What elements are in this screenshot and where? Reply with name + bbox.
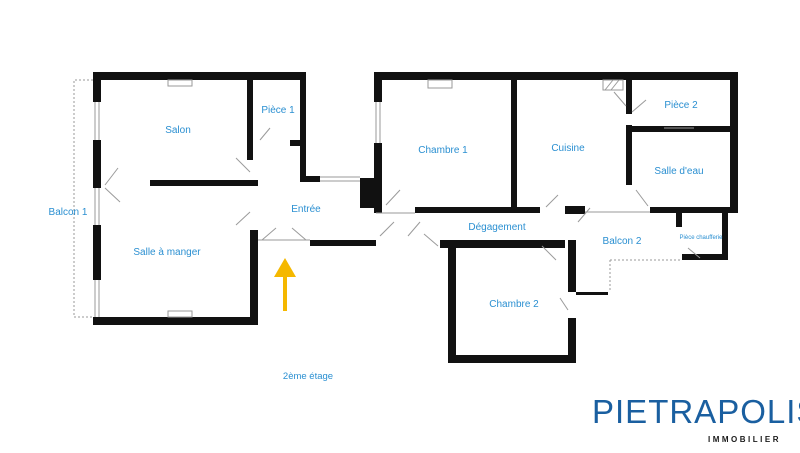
- window-salle: [167, 310, 193, 318]
- entrance-arrow-icon: [274, 258, 296, 311]
- door-chauff: [687, 247, 701, 259]
- room-labels: Salon Pièce 1 Chambre 1 Cuisine Pièce 2 …: [49, 100, 724, 382]
- door-corridor-3: [423, 233, 439, 247]
- wall-cuisine-right-lower: [626, 125, 632, 185]
- label-piece2: Pièce 2: [664, 100, 698, 111]
- thin-lines: [73, 79, 701, 318]
- wall-left-mid: [93, 140, 101, 188]
- door-salle-2: [104, 187, 121, 203]
- wall-cuisine-right-upper: [626, 72, 632, 114]
- wall-entree-top: [300, 176, 320, 182]
- cuisine-vent-hatch-2: [610, 79, 620, 91]
- label-balcon2: Balcon 2: [603, 236, 642, 247]
- wall-ch2-left: [448, 246, 456, 362]
- wall-piece1-right: [300, 72, 306, 140]
- label-degagement: Dégagement: [468, 222, 525, 233]
- walls: [93, 72, 738, 363]
- door-balcon2: [577, 207, 591, 223]
- brand-logo: PIETRAPOLIS IMMOBILIER: [592, 393, 800, 445]
- wall-top-left: [93, 72, 306, 80]
- door-salon-1: [104, 167, 119, 186]
- label-balcon1: Balcon 1: [49, 207, 88, 218]
- window-ch1: [427, 79, 453, 89]
- label-salon: Salon: [165, 125, 191, 136]
- door-ch2-2: [559, 297, 569, 311]
- label-chaufferie: Pièce chaufferie: [680, 235, 724, 241]
- wall-salle-right: [250, 230, 258, 325]
- label-chambre1: Chambre 1: [418, 145, 468, 156]
- arrow-shaft: [283, 276, 287, 311]
- wall-piece1-bottom: [290, 140, 306, 146]
- label-entree: Entrée: [291, 204, 321, 215]
- label-floor: 2ème étage: [283, 371, 333, 382]
- wall-balcon2-bottom: [576, 292, 608, 295]
- balcon1-outline: [73, 79, 93, 318]
- door-piece1: [259, 127, 271, 141]
- wall-bottom-left: [93, 317, 258, 325]
- wall-chauff-right: [722, 207, 728, 259]
- wall-salon-divider: [150, 180, 258, 186]
- door-salon-2: [235, 157, 251, 173]
- door-piece2: [631, 99, 647, 113]
- wall-left-lower: [93, 225, 101, 280]
- brand-tagline: IMMOBILIER: [708, 435, 781, 444]
- wall-corridor-bottom2: [440, 240, 565, 248]
- wall-salon-right: [247, 72, 253, 160]
- wall-left-upper: [93, 72, 101, 102]
- door-salle-1: [235, 211, 251, 226]
- label-cuisine: Cuisine: [551, 143, 585, 154]
- arrow-head: [274, 258, 296, 277]
- label-salle-manger: Salle à manger: [133, 247, 201, 258]
- wall-cuisine-bottom: [565, 206, 585, 214]
- wall-corridor-bottom: [310, 240, 376, 246]
- door-ch2: [541, 245, 557, 261]
- door-entree-2: [291, 227, 307, 241]
- door-cuisine-2: [613, 91, 627, 107]
- wall-ch2-bottom: [448, 355, 576, 363]
- wall-salle-eau-bottom: [650, 207, 738, 213]
- wall-corridor-stub: [360, 178, 376, 208]
- wall-entree-right-top: [300, 140, 306, 182]
- wall-ch2-right-lower: [568, 318, 576, 363]
- wall-top-right: [374, 72, 737, 80]
- door-corridor-1: [379, 221, 395, 237]
- wall-ch1-left-upper: [374, 72, 382, 102]
- label-chambre2: Chambre 2: [489, 299, 539, 310]
- door-entree-1: [261, 227, 277, 241]
- wall-ch1-bottom: [415, 207, 540, 213]
- door-salle-eau: [635, 189, 649, 207]
- wall-ch1-cuisine: [511, 72, 517, 212]
- wall-chauff-left: [676, 207, 682, 227]
- wall-right-outer: [730, 72, 738, 212]
- wall-ch1-left-lower: [374, 143, 382, 213]
- door-ch1: [385, 189, 401, 206]
- wall-ch2-right-upper: [568, 240, 576, 292]
- window-salon: [167, 79, 193, 87]
- cuisine-vent-hatch-1: [604, 79, 614, 91]
- label-piece1: Pièce 1: [261, 105, 295, 116]
- balcon2-outline: [609, 259, 682, 292]
- door-corridor-2: [407, 221, 421, 237]
- label-salle-eau: Salle d'eau: [654, 166, 703, 177]
- door-cuisine: [545, 194, 559, 208]
- wall-chauff-bottom: [682, 254, 728, 260]
- wall-piece2-bottom: [626, 126, 730, 132]
- brand-name: PIETRAPOLIS: [592, 393, 800, 430]
